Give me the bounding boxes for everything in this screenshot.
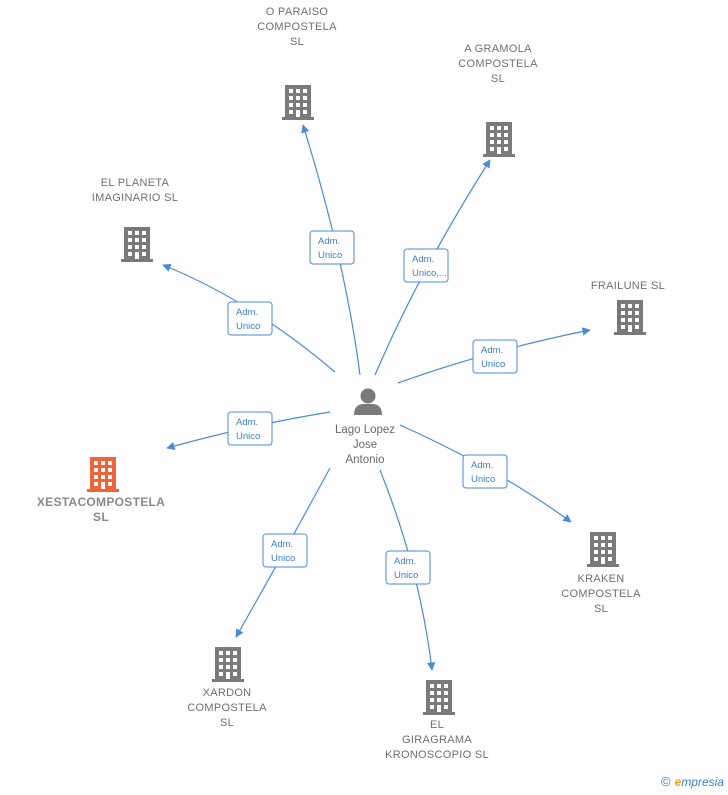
company-name-line: SL	[220, 717, 234, 729]
building-icon	[87, 457, 119, 492]
edge-label-text: Adm.	[236, 307, 258, 318]
edge-label-text: Unico	[236, 321, 260, 332]
edge-label-text: Unico,...	[412, 268, 447, 279]
building-icon	[282, 85, 314, 120]
edge-label-el-giragrama[interactable]: Adm. Unico	[385, 550, 431, 585]
edge-label-box	[309, 230, 355, 265]
edge-label-box	[403, 248, 449, 283]
edge-label-text: Unico	[271, 553, 295, 564]
company-name-line: EL PLANETA	[101, 177, 170, 189]
edge-label-o-paraiso[interactable]: Adm. Unico	[309, 230, 355, 265]
edge-label-text: Unico	[394, 570, 418, 581]
company-name-line: COMPOSTELA	[257, 21, 337, 33]
company-name-line: GIRAGRAMA	[402, 734, 472, 746]
company-node-el-planeta[interactable]: EL PLANETA IMAGINARIO SL	[92, 177, 178, 262]
company-name-line: COMPOSTELA	[458, 58, 538, 70]
building-icon	[423, 680, 455, 715]
edge-label-kraken[interactable]: Adm. Unico	[462, 454, 508, 489]
company-node-a-gramola[interactable]: A GRAMOLA COMPOSTELA SL	[458, 43, 538, 157]
brand-initial: e	[674, 775, 682, 789]
edge-label-box	[227, 411, 273, 446]
company-node-kraken[interactable]: KRAKEN COMPOSTELA SL	[561, 532, 641, 615]
company-name-line: XESTACOMPOSTELA	[37, 495, 165, 509]
person-icon	[354, 388, 382, 415]
building-icon	[483, 122, 515, 157]
edge-label-text: Adm.	[412, 254, 434, 265]
edge-label-text: Unico	[318, 250, 342, 261]
company-name-line: KRONOSCOPIO SL	[385, 749, 489, 761]
edge-label-xestacompostela[interactable]: Adm. Unico	[227, 411, 273, 446]
edge-label-text: Adm.	[236, 417, 258, 428]
company-name-line: XARDON	[203, 687, 252, 699]
edge-label-text: Adm.	[481, 345, 503, 356]
company-node-o-paraiso[interactable]: O PARAISO COMPOSTELA SL	[257, 6, 337, 120]
building-icon	[614, 300, 646, 335]
edge-label-text: Adm.	[271, 539, 293, 550]
edge-label-xardon[interactable]: Adm. Unico	[262, 533, 308, 568]
edge-label-text: Unico	[471, 474, 495, 485]
person-name-line: Lago Lopez	[335, 424, 395, 436]
person-name-line: Jose	[353, 439, 377, 451]
person-name-line: Antonio	[345, 454, 384, 466]
edge-label-box	[472, 339, 518, 374]
edge-label-text: Unico	[236, 431, 260, 442]
company-name-line: KRAKEN	[577, 573, 624, 585]
company-node-frailune[interactable]: FRAILUNE SL	[591, 280, 665, 335]
company-name-line: EL	[430, 719, 444, 731]
company-name-line: IMAGINARIO SL	[92, 192, 178, 204]
company-name-line: FRAILUNE SL	[591, 280, 665, 292]
edge-label-text: Adm.	[318, 236, 340, 247]
company-name-line: COMPOSTELA	[561, 588, 641, 600]
edge-label-text: Adm.	[471, 460, 493, 471]
footer-brand: ©empresia	[661, 774, 724, 789]
company-name-line: SL	[491, 73, 505, 85]
edge-label-box	[462, 454, 508, 489]
company-name-line: SL	[594, 603, 608, 615]
building-icon	[121, 227, 153, 262]
company-node-el-giragrama[interactable]: EL GIRAGRAMA KRONOSCOPIO SL	[385, 680, 489, 761]
company-name-line: SL	[290, 36, 304, 48]
edge-label-frailune[interactable]: Adm. Unico	[472, 339, 518, 374]
edge-label-text: Adm.	[394, 556, 416, 567]
edge-label-box	[227, 301, 273, 336]
company-name-line: SL	[93, 510, 109, 524]
edge-label-box	[262, 533, 308, 568]
company-name-line: COMPOSTELA	[187, 702, 267, 714]
building-icon	[587, 532, 619, 567]
copyright-symbol: ©	[661, 774, 671, 789]
edge-label-box	[385, 550, 431, 585]
company-node-xardon[interactable]: XARDON COMPOSTELA SL	[187, 647, 267, 729]
brand-name: mpresia	[681, 775, 724, 789]
edge-label-el-planeta[interactable]: Adm. Unico	[227, 301, 273, 336]
building-icon	[212, 647, 244, 682]
company-name-line: O PARAISO	[266, 6, 329, 18]
edge-label-a-gramola[interactable]: Adm. Unico,...	[403, 248, 449, 283]
company-name-line: A GRAMOLA	[464, 43, 532, 55]
edge-label-text: Unico	[481, 359, 505, 370]
